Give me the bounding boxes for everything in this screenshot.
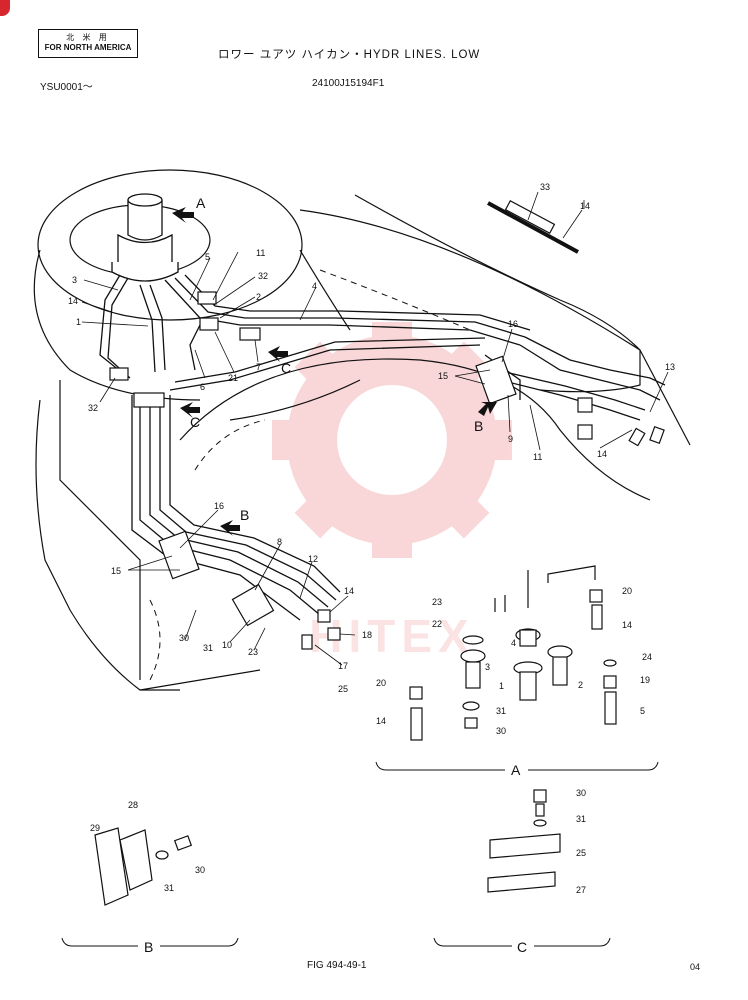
callout: 4 — [511, 638, 516, 648]
arrow-b-label-1: B — [240, 507, 249, 523]
view-a-label: A — [511, 762, 521, 778]
arrow-c-label-1: C — [281, 360, 291, 376]
callout: 6 — [200, 382, 205, 392]
callout: 3 — [72, 275, 77, 285]
callout: 25 — [338, 684, 348, 694]
detail-c-parts — [487, 789, 561, 893]
callout: 30 — [179, 633, 189, 643]
callout: 14 — [580, 201, 590, 211]
callout: 27 — [576, 885, 586, 895]
swivel-joint — [111, 193, 179, 282]
serial-range: YSU0001〜 — [40, 82, 93, 93]
callout: 23 — [248, 647, 258, 657]
callout: 2 — [578, 680, 583, 690]
callout-numbers: 33 14 11 32 2 5 3 14 1 4 6 21 7 16 15 13… — [68, 182, 675, 895]
region-box: 北 米 用 FOR NORTH AMERICA — [38, 29, 138, 58]
callout: 8 — [277, 537, 282, 547]
callout: 30 — [195, 865, 205, 875]
view-labels: A B C A C C B B — [144, 195, 527, 955]
callout: 11 — [256, 248, 265, 258]
arrow-a-label: A — [196, 195, 206, 211]
view-b-label: B — [144, 939, 153, 955]
callout: 9 — [508, 434, 513, 444]
callout: 22 — [432, 619, 442, 629]
clamp-blocks — [109, 291, 593, 627]
callout: 24 — [642, 652, 652, 662]
callout: 28 — [128, 800, 138, 810]
callout: 14 — [344, 586, 354, 596]
region-jp-label: 北 米 用 — [66, 33, 110, 42]
callout: 1 — [76, 317, 81, 327]
callout: 32 — [258, 271, 268, 281]
view-brackets — [61, 761, 659, 947]
leader-lines — [81, 191, 669, 666]
callout: 31 — [576, 814, 586, 824]
callout: 17 — [338, 661, 348, 671]
callout: 33 — [540, 182, 550, 192]
callout: 14 — [68, 296, 78, 306]
callout: 5 — [640, 706, 645, 716]
page-number: 04 — [690, 962, 701, 972]
callout: 5 — [205, 252, 210, 262]
callout: 23 — [432, 597, 442, 607]
region-en-label: FOR NORTH AMERICA — [44, 43, 132, 52]
callout: 3 — [485, 662, 490, 672]
callout: 18 — [362, 630, 372, 640]
callout: 25 — [576, 848, 586, 858]
callout: 16 — [214, 501, 224, 511]
figure-number: FIG 494-49-1 — [307, 960, 367, 971]
rod-item-33 — [487, 200, 579, 254]
callout: 2 — [256, 292, 261, 302]
callout: 20 — [376, 678, 386, 688]
callout: 13 — [665, 362, 675, 372]
corner-tab — [0, 0, 10, 16]
callout: 12 — [308, 554, 318, 564]
callout: 31 — [203, 643, 213, 653]
callout: 30 — [576, 788, 586, 798]
watermark-gear-icon — [272, 322, 512, 558]
fittings — [301, 425, 665, 650]
callout: 14 — [376, 716, 386, 726]
callout: 29 — [90, 823, 100, 833]
page-title: ロワー ユアツ ハイカン・HYDR LINES. LOW — [218, 49, 481, 61]
callout: 7 — [256, 362, 261, 372]
callout: 10 — [222, 640, 232, 650]
callout: 14 — [622, 620, 632, 630]
callout: 14 — [597, 449, 607, 459]
callout: 30 — [496, 726, 506, 736]
callout: 11 — [533, 452, 542, 462]
view-arrows — [172, 207, 497, 536]
callout: 20 — [622, 586, 632, 596]
callout: 4 — [312, 281, 317, 291]
view-c-label: C — [517, 939, 527, 955]
callout: 15 — [111, 566, 121, 576]
callout: 31 — [496, 706, 506, 716]
arrow-c-label-2: C — [190, 414, 200, 430]
callout: 1 — [499, 681, 504, 691]
callout: 31 — [164, 883, 174, 893]
callout: 21 — [228, 373, 238, 383]
callout: 32 — [88, 403, 98, 413]
callout: 16 — [508, 319, 518, 329]
part-number: 24100J15194F1 — [312, 78, 385, 89]
callout: 15 — [438, 371, 448, 381]
callout: 19 — [640, 675, 650, 685]
machine-dashed-outline — [149, 269, 471, 681]
detail-b-parts — [94, 827, 193, 906]
arrow-b-label-2: B — [474, 418, 483, 434]
detail-a-parts — [409, 565, 617, 741]
